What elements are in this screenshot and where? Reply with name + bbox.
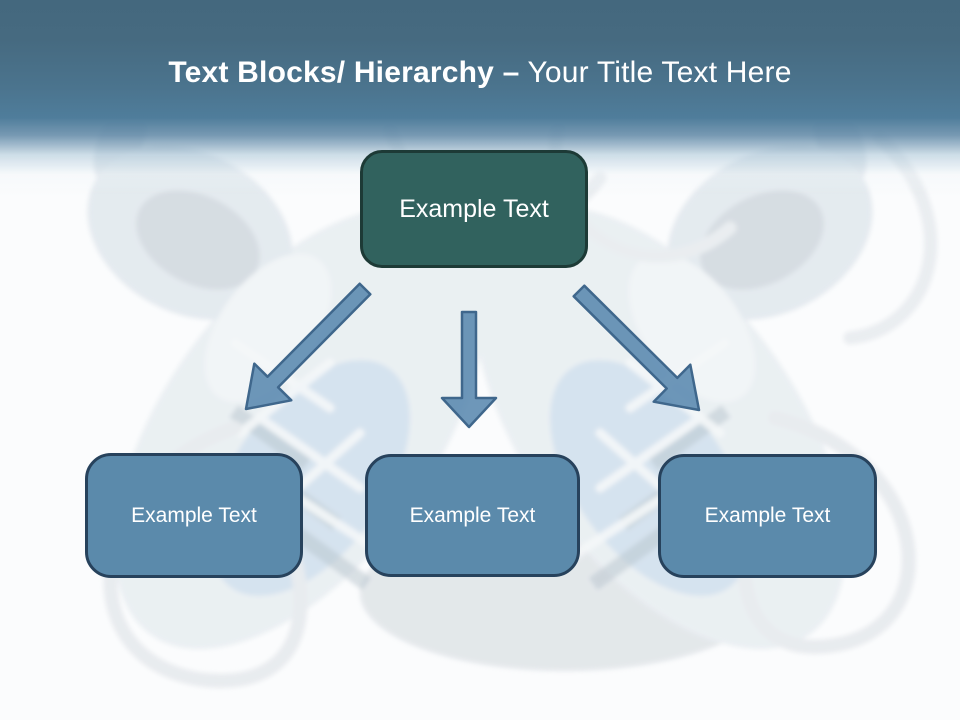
child-text-block-3[interactable]: Example Text xyxy=(658,454,877,578)
root-text-block[interactable]: Example Text xyxy=(360,150,588,268)
child-text-block-1[interactable]: Example Text xyxy=(85,453,303,578)
title-emphasis: Text Blocks/ Hierarchy – xyxy=(168,56,520,89)
root-text-block-label: Example Text xyxy=(399,194,549,223)
child-text-block-2[interactable]: Example Text xyxy=(365,454,580,577)
child-text-block-2-label: Example Text xyxy=(409,503,536,527)
left-shoe-opening xyxy=(136,190,260,290)
slide-title[interactable]: Text Blocks/ Hierarchy – Your Title Text… xyxy=(0,54,960,92)
left-shoe-strap xyxy=(289,525,372,591)
right-shoe-strap xyxy=(588,525,671,591)
title-rest: Your Title Text Here xyxy=(527,56,792,89)
right-shoe-opening xyxy=(700,190,824,290)
child-text-block-1-label: Example Text xyxy=(131,503,257,527)
child-text-block-3-label: Example Text xyxy=(704,504,831,527)
